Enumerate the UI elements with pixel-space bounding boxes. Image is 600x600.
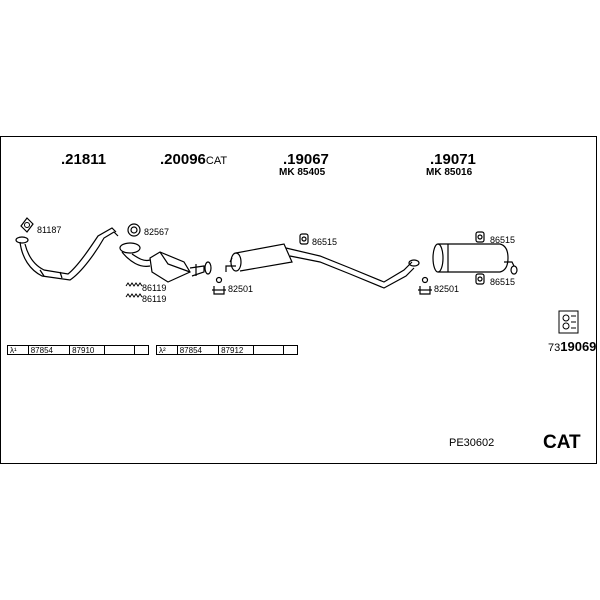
- diagram-frame: [0, 136, 597, 464]
- lambda-cell: 87854: [29, 346, 71, 355]
- assembly-number-2: .20096CAT: [160, 151, 228, 168]
- lambda-label-1: λ¹: [8, 346, 29, 355]
- part-label-86515-b: 86515: [490, 235, 516, 245]
- reference-symbol-icon: [558, 310, 579, 334]
- gasket-81187-icon: [20, 217, 34, 233]
- type-label: CAT: [543, 432, 581, 453]
- lambda-cell: 87910: [70, 346, 105, 355]
- part-label-86119-a: 86119: [142, 283, 167, 293]
- rear-silencer-icon: [432, 243, 518, 275]
- part-label-82501-a: 82501: [228, 284, 254, 294]
- reference-number: 7319069: [548, 339, 597, 354]
- front-pipe-icon: [15, 227, 119, 281]
- lambda-row-2: λ² 87854 87912: [156, 345, 298, 355]
- part-label-81187: 81187: [37, 225, 62, 235]
- lambda-cell: [105, 346, 136, 354]
- assembly-number-4: .19071: [430, 151, 476, 168]
- middle-silencer-icon: [225, 243, 420, 289]
- part-label-86515-a: 86515: [312, 237, 338, 247]
- assembly-mk-4: MK 85016: [426, 167, 473, 178]
- hanger-86515-rear-top-icon: [475, 231, 485, 243]
- lambda-cell: [135, 346, 148, 354]
- part-label-82567: 82567: [144, 227, 170, 237]
- diagram-code: PE30602: [449, 437, 495, 449]
- part-label-82501-b: 82501: [434, 284, 460, 294]
- part-label-86119-b: 86119: [142, 294, 167, 304]
- clamp-82501-right-icon: [418, 276, 432, 295]
- catalytic-converter-icon: [119, 242, 212, 283]
- lambda-row-1: λ¹ 87854 87910: [7, 345, 149, 355]
- part-label-86515-c: 86515: [490, 277, 516, 287]
- hanger-86515-rear-bottom-icon: [475, 273, 485, 285]
- gasket-82567-icon: [127, 223, 141, 237]
- clamp-82501-icon: [212, 276, 226, 295]
- assembly-number-1: .21811: [61, 151, 107, 168]
- lambda-cell: [284, 346, 297, 354]
- assembly-number-3: .19067: [283, 151, 329, 168]
- lambda-cell: [254, 346, 285, 354]
- spring-86119-icon: [125, 282, 143, 298]
- assembly-mk-3: MK 85405: [279, 167, 326, 178]
- hanger-86515-icon: [299, 233, 309, 245]
- lambda-cell: 87912: [219, 346, 254, 355]
- lambda-cell: 87854: [178, 346, 220, 355]
- lambda-label-2: λ²: [157, 346, 178, 355]
